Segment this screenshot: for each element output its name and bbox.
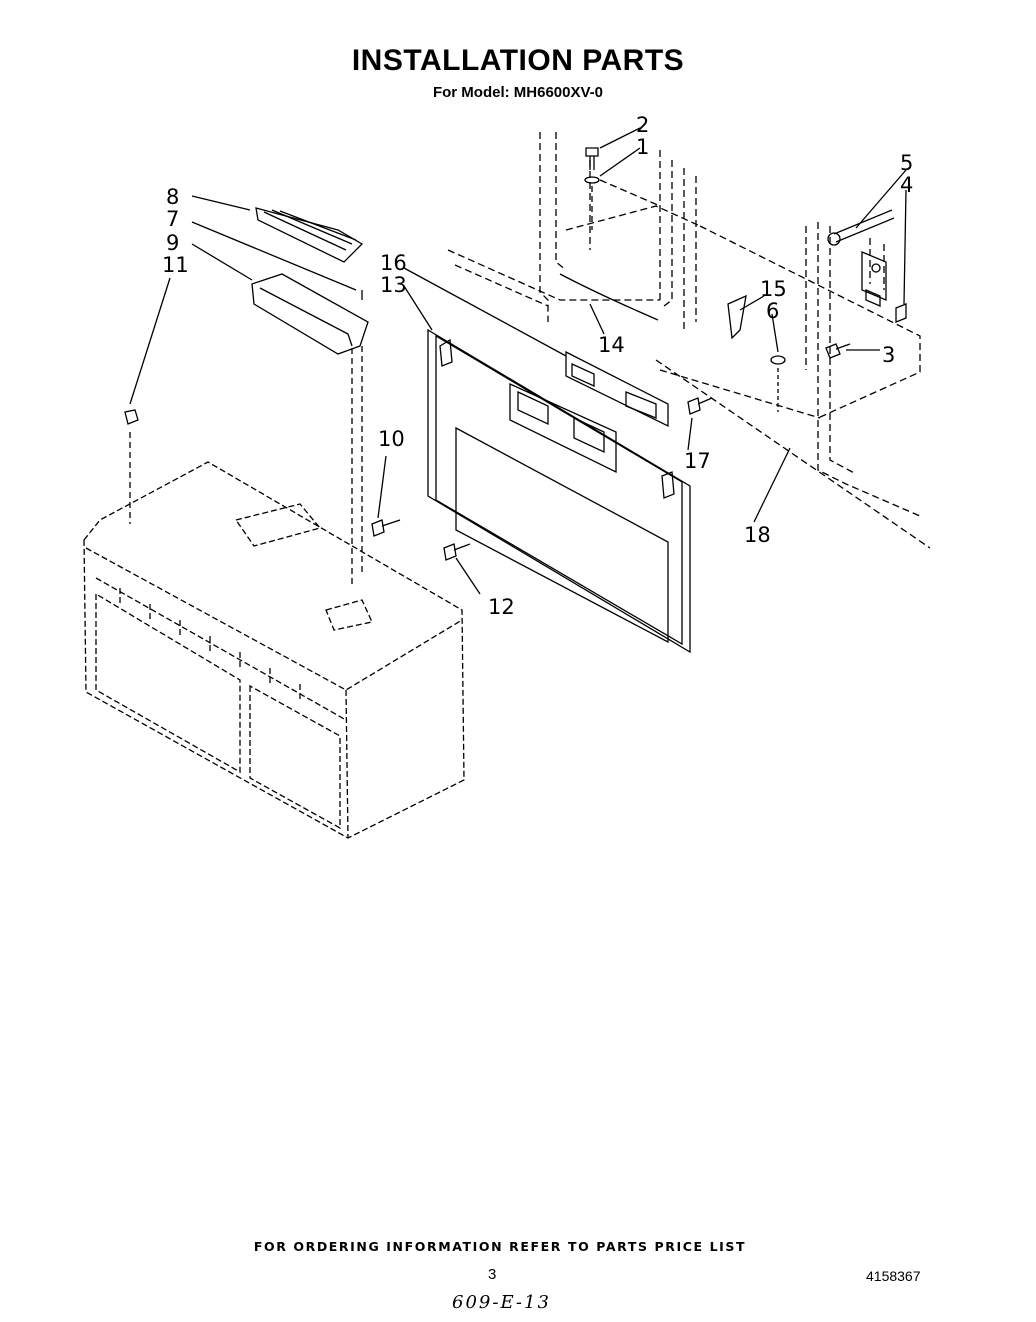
- cabinet-screw-hardware: [584, 147, 600, 184]
- top-bracket: [565, 350, 669, 428]
- callout-3: 3: [882, 343, 895, 367]
- handwritten-note: 609-E-13: [452, 1292, 551, 1313]
- callout-9: 9: [166, 231, 179, 255]
- page-number: 3: [488, 1266, 497, 1283]
- callout-17: 17: [684, 449, 711, 473]
- microwave-oven: [83, 461, 465, 839]
- callout-2: 2: [636, 113, 649, 137]
- callout-1: 1: [636, 135, 649, 159]
- callout-5: 5: [900, 151, 913, 175]
- callout-15: 15: [760, 277, 787, 301]
- mounting-screws: [371, 397, 713, 561]
- ordering-information-note: FOR ORDERING INFORMATION REFER TO PARTS …: [253, 1239, 747, 1254]
- callout-16: 16: [380, 251, 407, 275]
- wall-cabinet-outline: [447, 132, 931, 549]
- callout-7: 7: [166, 207, 179, 231]
- callout-12: 12: [488, 595, 515, 619]
- callout-4: 4: [900, 173, 913, 197]
- filter-grille: [255, 207, 364, 263]
- callout-6: 6: [766, 299, 779, 323]
- document-number: 4158367: [866, 1268, 921, 1284]
- filter-housing: [251, 273, 369, 355]
- callout-8: 8: [166, 185, 179, 209]
- mounting-plate: [427, 328, 691, 654]
- callout-18: 18: [744, 523, 771, 547]
- callout-11: 11: [162, 253, 189, 277]
- page-title: INSTALLATION PARTS: [351, 44, 685, 77]
- callout-10: 10: [378, 427, 405, 451]
- bolt-and-clip-hardware: [825, 209, 907, 359]
- bracket-tab-and-grommet: [727, 294, 786, 412]
- leader-lines: [129, 127, 907, 595]
- guide-lines: [129, 186, 593, 584]
- model-subtitle: For Model: MH6600XV-0: [432, 84, 604, 101]
- nut-part: [124, 409, 139, 425]
- callout-13: 13: [380, 273, 407, 297]
- callout-14: 14: [598, 333, 625, 357]
